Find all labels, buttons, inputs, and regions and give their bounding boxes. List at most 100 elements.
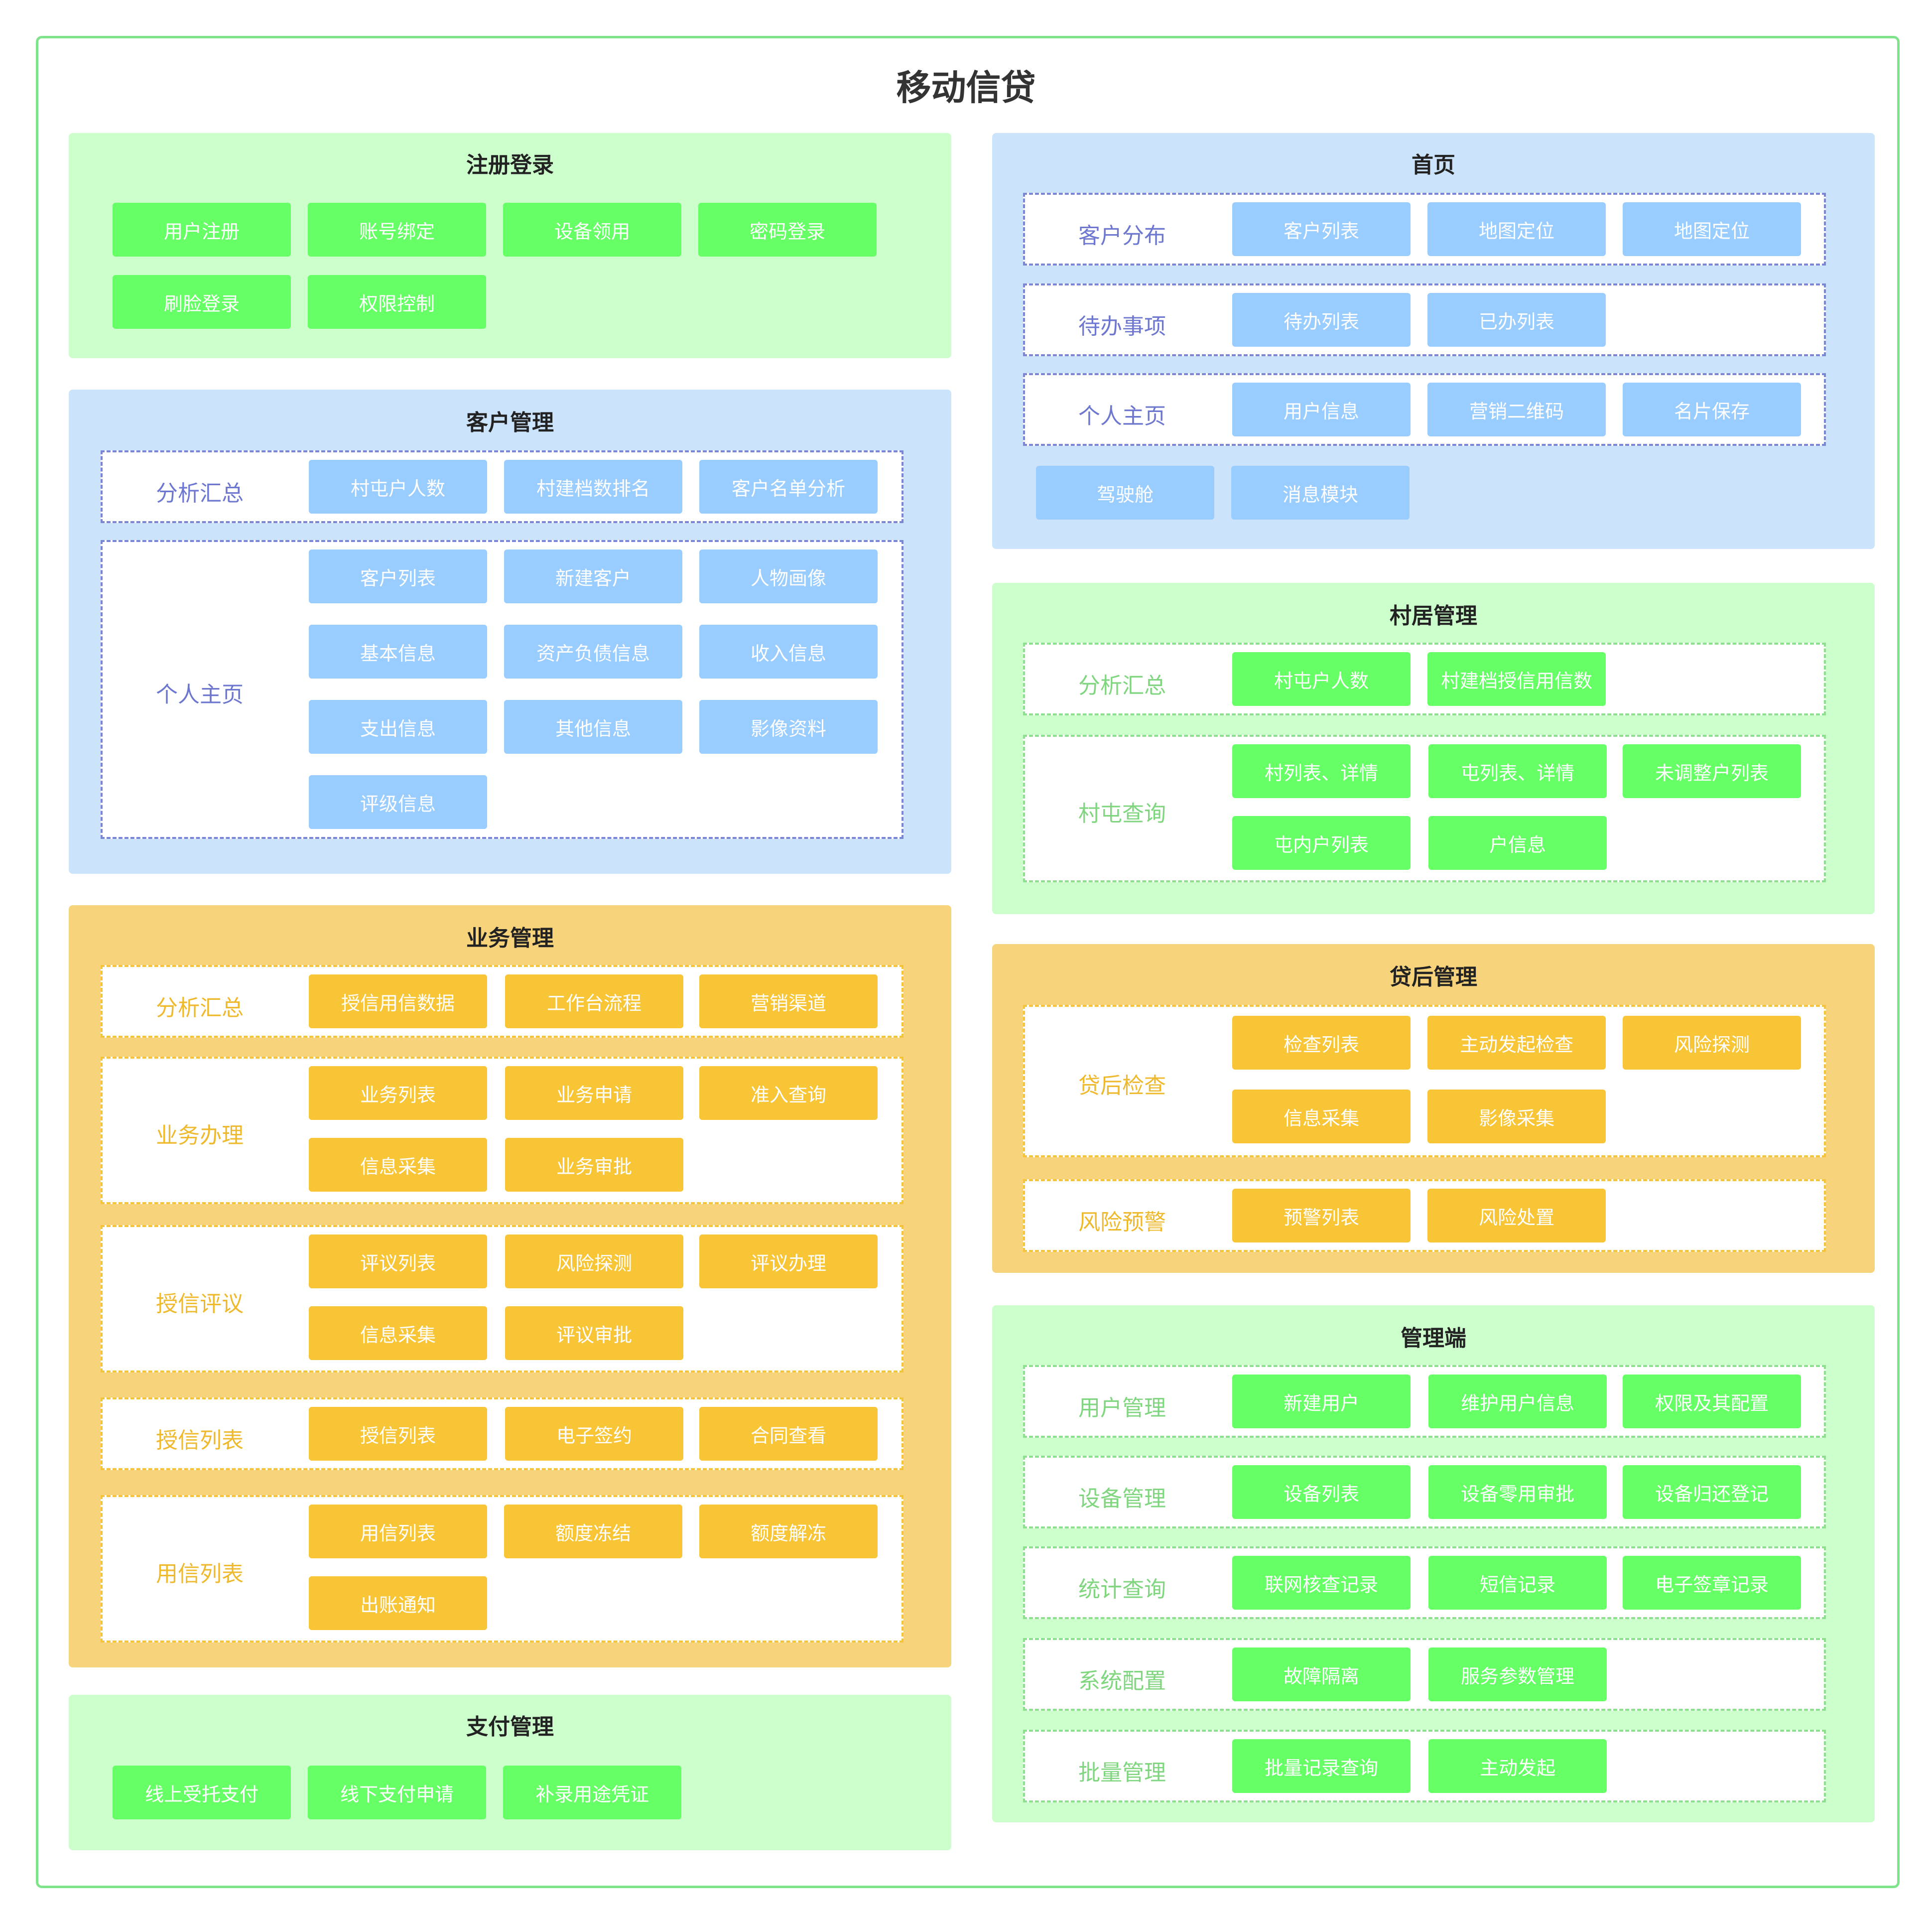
chip-initiate-check[interactable]: 主动发起检查 [1427,1016,1606,1070]
group-business-handle: 业务办理 业务列表 业务申请 准入查询 信息采集 业务审批 [101,1057,903,1204]
panel-title-admin: 管理端 [1401,1326,1466,1351]
chip-review-info-collect[interactable]: 信息采集 [309,1306,487,1360]
chip-face-login[interactable]: 刷脸登录 [113,275,291,329]
chip-customer-list[interactable]: 客户列表 [309,549,487,603]
group-label: 授信列表 [156,1428,244,1453]
panel-title-postloan: 贷后管理 [1390,964,1477,990]
chip-map-locate-2[interactable]: 地图定位 [1623,202,1801,256]
chip-permission-control[interactable]: 权限控制 [308,275,486,329]
chip-rating-info[interactable]: 评级信息 [309,775,487,829]
group-customer-analysis: 分析汇总 村屯户人数 村建档数排名 客户名单分析 [101,450,903,523]
chip-use-list[interactable]: 用信列表 [309,1505,487,1558]
chip-home-customer-list[interactable]: 客户列表 [1232,202,1411,256]
chip-done-list[interactable]: 已办列表 [1427,293,1606,347]
group-label: 分析汇总 [156,995,244,1021]
chip-unadjusted-list[interactable]: 未调整户列表 [1623,744,1801,798]
chip-batch-log-query[interactable]: 批量记录查询 [1232,1739,1411,1793]
chip-village-credit-count[interactable]: 村建档授信用信数 [1427,652,1606,706]
chip-password-login[interactable]: 密码登录 [698,203,877,257]
group-credit-review: 授信评议 评议列表 风险探测 评议办理 信息采集 评议审批 [101,1225,903,1373]
chip-income-info[interactable]: 收入信息 [699,625,878,679]
chip-risk-dispose[interactable]: 风险处置 [1427,1189,1606,1242]
chip-village-list[interactable]: 村列表、详情 [1232,744,1411,798]
group-business-analysis: 分析汇总 授信用信数据 工作台流程 营销渠道 [101,965,903,1038]
chip-fault-isolation[interactable]: 故障隔离 [1232,1647,1411,1701]
chip-review-handle[interactable]: 评议办理 [699,1235,878,1288]
chip-quota-freeze[interactable]: 额度冻结 [504,1505,682,1558]
chip-info-collect[interactable]: 信息采集 [309,1138,487,1192]
group-label: 个人主页 [1078,404,1166,429]
chip-device-claim[interactable]: 设备领用 [503,203,681,257]
chip-review-approval[interactable]: 评议审批 [505,1306,683,1360]
chip-credit-list[interactable]: 授信列表 [309,1407,487,1461]
panel-title-customer: 客户管理 [466,410,554,435]
chip-business-approval[interactable]: 业务审批 [505,1138,683,1192]
chip-marketing-qrcode[interactable]: 营销二维码 [1427,383,1606,436]
chip-persona[interactable]: 人物画像 [699,549,878,603]
chip-device-return[interactable]: 设备归还登记 [1623,1465,1801,1519]
chip-customer-list-analysis[interactable]: 客户名单分析 [699,460,878,514]
chip-postloan-risk-detect[interactable]: 风险探测 [1623,1016,1801,1070]
chip-village-ranking[interactable]: 村建档数排名 [504,460,682,514]
chip-sms-log[interactable]: 短信记录 [1428,1556,1607,1610]
chip-network-check-log[interactable]: 联网核查记录 [1232,1556,1411,1610]
panel-title-register: 注册登录 [466,152,554,178]
chip-service-params[interactable]: 服务参数管理 [1428,1647,1607,1701]
chip-village-households[interactable]: 村屯户人数 [1232,652,1411,706]
group-label: 贷后检查 [1078,1073,1166,1098]
chip-user-info[interactable]: 用户信息 [1232,383,1411,436]
chip-expense-info[interactable]: 支出信息 [309,700,487,754]
chip-image-data[interactable]: 影像资料 [699,700,878,754]
chip-hamlet-household-list[interactable]: 屯内户列表 [1232,816,1411,870]
chip-admission-query[interactable]: 准入查询 [699,1066,878,1120]
panel-title-business: 业务管理 [466,926,554,951]
chip-credit-data[interactable]: 授信用信数据 [309,974,487,1028]
chip-cockpit[interactable]: 驾驶舱 [1036,466,1214,520]
chip-quota-unfreeze[interactable]: 额度解冻 [699,1505,878,1558]
chip-business-list[interactable]: 业务列表 [309,1066,487,1120]
group-stats-query: 统计查询 联网核查记录 短信记录 电子签章记录 [1023,1546,1826,1619]
chip-disbursement-notice[interactable]: 出账通知 [309,1576,487,1630]
chip-other-info[interactable]: 其他信息 [504,700,682,754]
chip-review-list[interactable]: 评议列表 [309,1235,487,1288]
chip-business-apply[interactable]: 业务申请 [505,1066,683,1120]
group-label: 待办事项 [1078,314,1166,339]
chip-supplement-voucher[interactable]: 补录用途凭证 [503,1766,681,1819]
chip-card-save[interactable]: 名片保存 [1623,383,1801,436]
chip-household-info[interactable]: 户信息 [1428,816,1607,870]
chip-warning-list[interactable]: 预警列表 [1232,1189,1411,1242]
chip-maintain-user[interactable]: 维护用户信息 [1428,1374,1607,1428]
chip-todo-list[interactable]: 待办列表 [1232,293,1411,347]
chip-image-collect[interactable]: 影像采集 [1427,1090,1606,1143]
chip-device-list[interactable]: 设备列表 [1232,1465,1411,1519]
chip-user-register[interactable]: 用户注册 [113,203,291,257]
chip-message-module[interactable]: 消息模块 [1231,466,1410,520]
chip-contract-view[interactable]: 合同查看 [699,1407,878,1461]
chip-e-sign[interactable]: 电子签约 [505,1407,683,1461]
group-label: 系统配置 [1078,1668,1166,1694]
chip-offline-pay-apply[interactable]: 线下支付申请 [308,1766,486,1819]
chip-check-list[interactable]: 检查列表 [1232,1016,1411,1070]
chip-map-locate-1[interactable]: 地图定位 [1427,202,1606,256]
chip-village-households[interactable]: 村屯户人数 [309,460,487,514]
chip-online-entrusted-pay[interactable]: 线上受托支付 [113,1766,291,1819]
group-customer-profile: 个人主页 客户列表 新建客户 人物画像 基本信息 资产负债信息 收入信息 支出信… [101,540,903,839]
chip-asset-liability[interactable]: 资产负债信息 [504,625,682,679]
chip-device-approval[interactable]: 设备零用审批 [1428,1465,1607,1519]
outer-frame [36,36,1900,1888]
chip-permission-config[interactable]: 权限及其配置 [1623,1374,1801,1428]
group-risk-warning: 风险预警 预警列表 风险处置 [1023,1179,1826,1252]
chip-new-user[interactable]: 新建用户 [1232,1374,1411,1428]
chip-batch-initiate[interactable]: 主动发起 [1428,1739,1607,1793]
chip-postloan-info-collect[interactable]: 信息采集 [1232,1090,1411,1143]
chip-basic-info[interactable]: 基本信息 [309,625,487,679]
chip-workbench-flow[interactable]: 工作台流程 [505,974,683,1028]
chip-hamlet-list[interactable]: 屯列表、详情 [1428,744,1607,798]
chip-e-seal-log[interactable]: 电子签章记录 [1623,1556,1801,1610]
group-postloan-check: 贷后检查 检查列表 主动发起检查 风险探测 信息采集 影像采集 [1023,1005,1826,1157]
chip-account-bind[interactable]: 账号绑定 [308,203,486,257]
group-device-management: 设备管理 设备列表 设备零用审批 设备归还登记 [1023,1456,1826,1528]
chip-new-customer[interactable]: 新建客户 [504,549,682,603]
chip-marketing-channel[interactable]: 营销渠道 [699,974,878,1028]
chip-risk-detect[interactable]: 风险探测 [505,1235,683,1288]
